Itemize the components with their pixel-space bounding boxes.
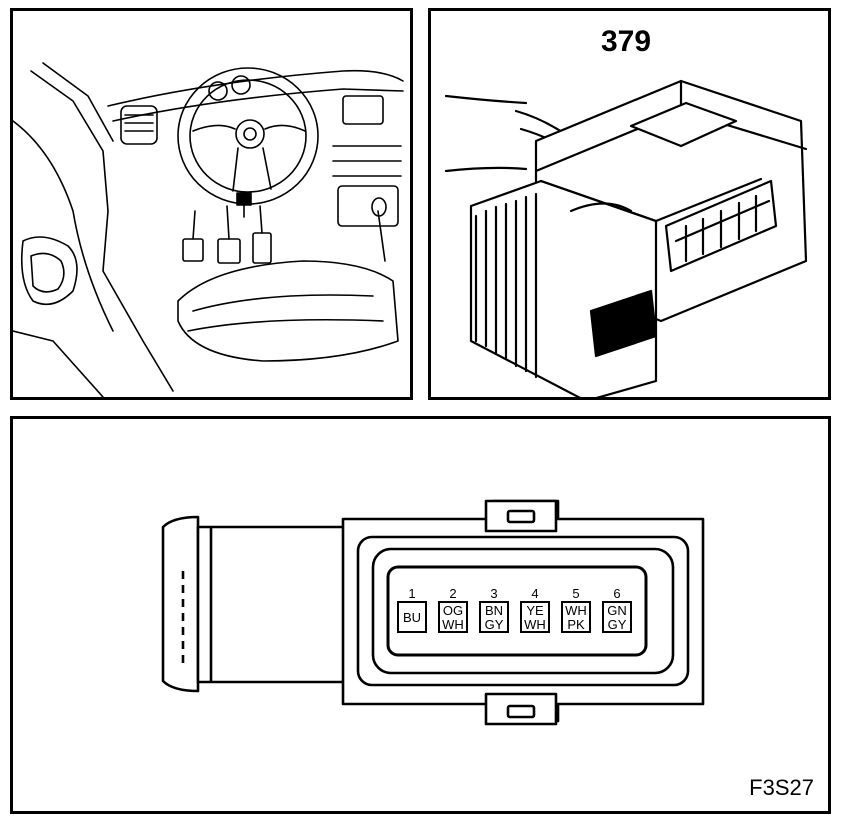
pin-wire-color: BU xyxy=(397,601,427,633)
wire-color-primary: YE xyxy=(526,603,544,618)
wire-color-primary: BN xyxy=(484,603,504,618)
connector-view-panel: 379 xyxy=(428,8,831,400)
pin-number: 6 xyxy=(613,586,621,601)
location-panel xyxy=(10,8,413,400)
wire-color-primary: GN xyxy=(607,603,627,618)
wire-color-secondary: PK xyxy=(567,617,585,632)
car-interior-illustration xyxy=(13,62,404,397)
wire-color-secondary: WH xyxy=(524,617,546,632)
pin-number: 1 xyxy=(408,586,416,601)
wire-color-primary: BU xyxy=(402,610,422,625)
pin-number: 4 xyxy=(531,586,539,601)
wire-color-secondary: GY xyxy=(484,617,504,632)
connector-perspective-illustration xyxy=(444,79,808,397)
figure-code: F3S27 xyxy=(749,775,814,800)
connector-number: 379 xyxy=(601,25,652,58)
wire-color-secondary: GY xyxy=(607,617,627,632)
wire-color-primary: OG xyxy=(442,603,464,618)
wire-color-primary: WH xyxy=(565,603,587,618)
pin-number: 3 xyxy=(490,586,498,601)
pin-number: 5 xyxy=(572,586,580,601)
wire-color-secondary: WH xyxy=(442,617,464,632)
pin-number: 2 xyxy=(449,586,457,601)
